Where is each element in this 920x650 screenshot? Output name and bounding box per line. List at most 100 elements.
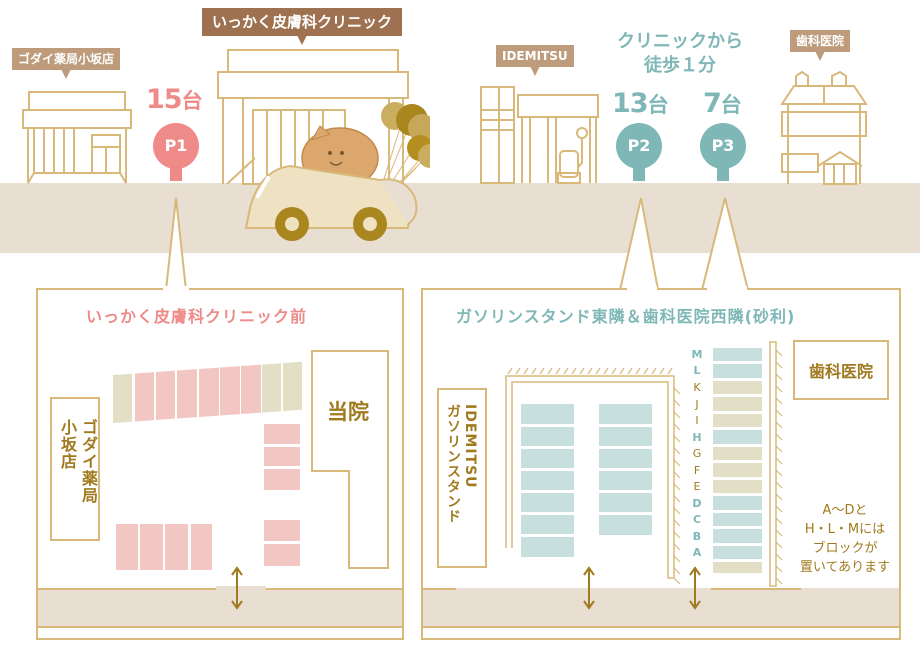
parking-slot-b[interactable]: [713, 529, 762, 543]
p2-count: 13台: [612, 88, 669, 119]
parking-slot[interactable]: [521, 427, 574, 446]
parking-slot[interactable]: [599, 427, 652, 446]
parking-slot[interactable]: [264, 544, 300, 566]
parking-slot[interactable]: [264, 447, 300, 466]
map-clinic-building: [311, 350, 389, 569]
road-edge-left: [423, 588, 456, 590]
cat-car-mascot-icon: [244, 102, 430, 241]
parking-slot[interactable]: [199, 367, 219, 417]
p2-pin[interactable]: P2: [616, 123, 662, 183]
parking-slot[interactable]: [113, 373, 132, 423]
pin-stem: [170, 163, 182, 181]
parking-slot-extra[interactable]: [713, 562, 762, 573]
parking-slot[interactable]: [264, 424, 300, 444]
parking-slot-j[interactable]: [713, 397, 762, 411]
p1-pin[interactable]: P1: [153, 123, 199, 183]
panel-p2-top-gap: [627, 286, 657, 290]
p3-lot-wall: [769, 341, 783, 587]
parking-slot[interactable]: [521, 404, 574, 424]
block-notice-text: A～Dと H・L・Mには ブロックが 置いてあります: [799, 503, 891, 575]
gas-station-building-icon: [480, 86, 599, 184]
parking-slot-m[interactable]: [713, 348, 762, 361]
slot-letter-h: H: [692, 431, 702, 444]
dental-label: 歯科医院: [790, 30, 851, 52]
parking-slot-k[interactable]: [713, 381, 762, 394]
parking-slot-c[interactable]: [713, 513, 762, 526]
road-edge-right: [711, 588, 801, 590]
slot-letter-l: L: [693, 364, 701, 377]
panel-p1-road: [38, 588, 402, 628]
parking-slot[interactable]: [177, 369, 197, 419]
parking-slot-e[interactable]: [713, 480, 762, 493]
parking-slot[interactable]: [599, 449, 652, 468]
parking-slot[interactable]: [264, 469, 300, 490]
entrance-arrow-icon[interactable]: [688, 566, 702, 610]
parking-slot[interactable]: [599, 471, 652, 490]
slot-letter-d: D: [692, 497, 702, 510]
p1-slot-row-angled: [113, 344, 303, 423]
parking-slot[interactable]: [140, 524, 163, 570]
parking-slot-l[interactable]: [713, 364, 762, 378]
slot-letter-k: K: [693, 381, 701, 394]
parking-slot[interactable]: [521, 537, 574, 557]
parking-slot[interactable]: [599, 404, 652, 424]
parking-slot[interactable]: [521, 515, 574, 534]
parking-slot-g[interactable]: [713, 447, 762, 460]
parking-slot[interactable]: [191, 524, 212, 570]
pin-stem: [633, 163, 645, 181]
parking-slot[interactable]: [521, 493, 574, 512]
parking-slot[interactable]: [264, 520, 300, 541]
map-pharmacy-building: 小坂店 ゴダイ薬局: [50, 397, 100, 541]
p1-count: 15台: [146, 84, 203, 115]
panel-p2-p3-title: ガソリンスタンド東隣＆歯科医院西隣(砂利): [456, 307, 796, 326]
parking-slot[interactable]: [116, 524, 138, 570]
parking-slot[interactable]: [599, 493, 652, 512]
parking-slot[interactable]: [135, 372, 154, 422]
pharmacy-building-icon: [22, 91, 132, 184]
map-clinic-label: 当院: [327, 400, 369, 424]
parking-slot[interactable]: [521, 449, 574, 468]
parking-slot-d[interactable]: [713, 496, 762, 510]
slot-letter-i: I: [695, 414, 699, 427]
p3-pin[interactable]: P3: [700, 123, 746, 183]
panel-p2-p3-road: [423, 588, 899, 628]
slot-letter-b: B: [692, 530, 702, 543]
pharmacy-label: ゴダイ薬局小坂店: [12, 48, 121, 70]
entrance-arrow-icon[interactable]: [582, 566, 596, 610]
pin-stem: [717, 163, 729, 181]
parking-slot[interactable]: [521, 471, 574, 490]
parking-slot[interactable]: [156, 370, 175, 420]
parking-slot[interactable]: [241, 364, 261, 415]
map-pharmacy-label-branch: 小坂店: [58, 419, 77, 470]
map-pharmacy-label-name: ゴダイ薬局: [79, 419, 98, 504]
slot-letter-f: F: [693, 464, 701, 477]
slot-letter-c: C: [692, 513, 702, 526]
parking-slot[interactable]: [262, 363, 281, 413]
entrance-arrow-icon[interactable]: [230, 566, 244, 610]
slot-letter-j: J: [695, 398, 699, 411]
dental-building-icon: [780, 70, 868, 185]
p3-count: 7台: [703, 88, 742, 119]
p1-pin-label: P1: [153, 123, 199, 169]
walk-distance-note: クリニックから 徒歩１分: [617, 31, 743, 76]
panel-p1-entrance-gap: [216, 586, 266, 590]
panel-p1-top-gap: [163, 286, 189, 290]
clinic-label: いっかく皮膚科クリニック: [202, 8, 403, 36]
parking-slot[interactable]: [220, 366, 240, 416]
parking-slot-i[interactable]: [713, 414, 762, 427]
map-gas-label-brand: IDEMITSU: [462, 404, 478, 489]
parking-slot[interactable]: [165, 524, 188, 570]
parking-slot-a[interactable]: [713, 546, 762, 559]
slot-letter-m: M: [691, 348, 703, 361]
panel-p1-title: いっかく皮膚科クリニック前: [86, 307, 308, 326]
parking-slot[interactable]: [599, 515, 652, 535]
map-gas-station-building: ガソリンスタンド IDEMITSU: [437, 388, 487, 568]
parking-slot[interactable]: [283, 361, 302, 412]
parking-slot-h[interactable]: [713, 430, 762, 444]
map-dental-label: 歯科医院: [808, 362, 873, 381]
parking-slot-f[interactable]: [713, 463, 762, 477]
slot-letter-e: E: [693, 480, 701, 493]
p2-pin-label: P2: [616, 123, 662, 169]
callout-connectors: [165, 197, 749, 291]
slot-letter-g: G: [692, 447, 702, 460]
